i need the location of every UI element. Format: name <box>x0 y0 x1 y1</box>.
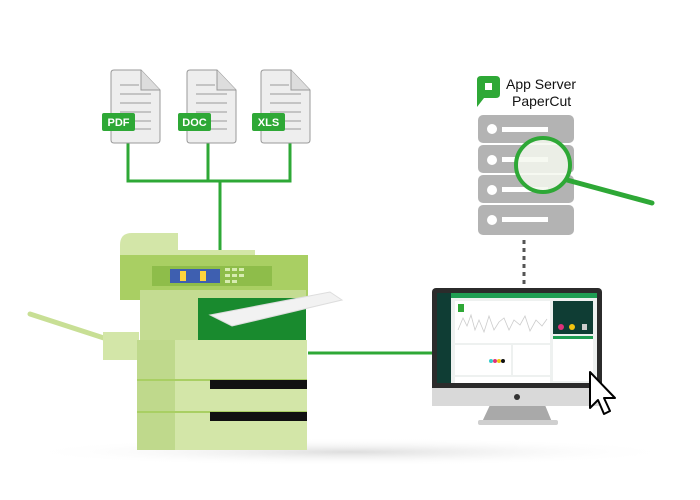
papercut-logo-icon <box>477 76 500 107</box>
monitor <box>432 288 602 425</box>
server-title-line2: PaperCut <box>512 93 571 109</box>
dashboard-header <box>451 293 597 298</box>
printer-side-tray <box>27 311 113 343</box>
doc-badge <box>178 113 211 131</box>
dashboard-screen <box>437 293 597 383</box>
magnifier-icon <box>514 136 655 206</box>
printer-illustration <box>27 233 344 450</box>
pdf-label: PDF <box>108 117 130 129</box>
server-title-line1: App Server <box>506 76 576 92</box>
doc-label: DOC <box>182 117 207 129</box>
document-pdf: PDF <box>102 69 161 144</box>
floor-shadow <box>20 438 680 466</box>
pdf-badge <box>102 113 135 131</box>
connector-lines <box>126 142 432 355</box>
document-doc: DOC <box>178 69 237 144</box>
mouse-cursor-icon <box>589 371 616 415</box>
xls-badge <box>252 113 285 131</box>
xls-label: XLS <box>258 117 279 129</box>
dashboard-sidebar <box>437 293 451 383</box>
document-xls: XLS <box>252 69 311 144</box>
